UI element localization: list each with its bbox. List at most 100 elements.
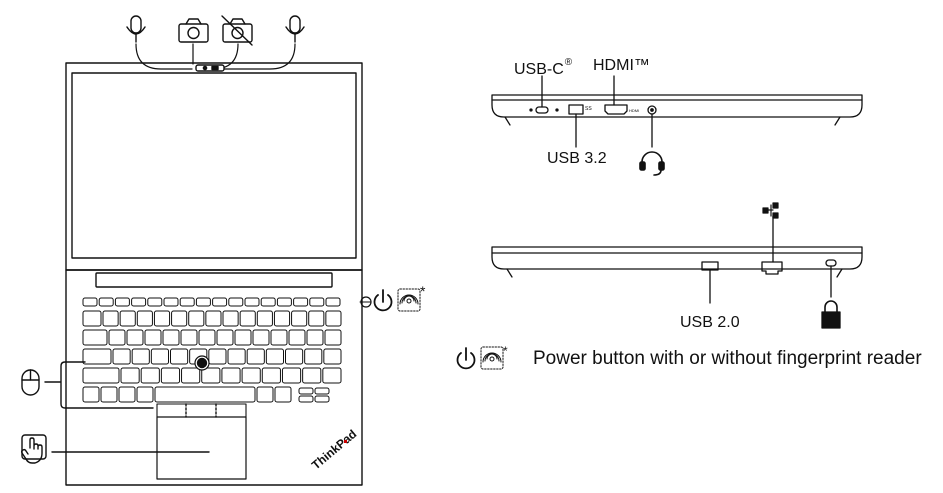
camera-icon	[178, 18, 209, 43]
keyboard-key	[314, 395, 330, 403]
keyboard-key	[140, 367, 160, 384]
thinkpad-logo: ThinkPad	[309, 427, 359, 472]
laptop-base	[65, 269, 363, 486]
hdmi-port-label: HDMI	[629, 108, 639, 113]
keyboard-key	[102, 310, 119, 327]
keyboard-key	[154, 386, 256, 403]
keyboard-key	[162, 329, 180, 346]
microphone-icon	[126, 15, 146, 43]
touch-icon	[20, 434, 47, 464]
keyboard-key	[82, 367, 120, 384]
keyboard-key	[150, 348, 169, 365]
keyboard-key	[82, 310, 102, 327]
keyboard-key	[119, 310, 136, 327]
headset-icon	[639, 151, 665, 176]
keyboard-key	[153, 310, 171, 327]
keyboard-key	[82, 297, 98, 307]
keyboard-key	[252, 329, 270, 346]
usb-c-label: USB-C®	[514, 57, 572, 79]
hinge-vent	[95, 272, 333, 288]
registered-mark: ®	[564, 57, 573, 68]
hdmi-label: HDMI™	[593, 57, 650, 74]
keyboard-key	[222, 310, 239, 327]
legend-power-icon	[456, 347, 476, 370]
usb-32-port	[568, 104, 584, 115]
keyboard-key	[302, 367, 322, 384]
microphone-icon	[285, 15, 305, 43]
keyboard-key	[276, 297, 292, 307]
usb-c-text: USB-C	[514, 61, 564, 78]
keyboard-key	[246, 348, 265, 365]
keyboard-key	[298, 395, 314, 403]
mouse-leader	[44, 361, 154, 409]
keyboard-key	[144, 329, 162, 346]
fingerprint-icon	[397, 288, 421, 312]
keyboard-key	[322, 367, 342, 384]
keyboard-key	[260, 297, 276, 307]
usb-port-label: SS	[585, 106, 592, 112]
legend-fingerprint-icon	[480, 346, 504, 370]
keyboard-key	[241, 367, 261, 384]
keyboard-key	[314, 387, 330, 395]
laptop-lid	[65, 62, 363, 271]
hdmi-port	[604, 104, 628, 115]
keyboard-key	[325, 310, 342, 327]
keyboard-key	[273, 310, 291, 327]
keyboard-key	[180, 329, 198, 346]
keyboard-key	[288, 329, 306, 346]
usb-32-label: USB 3.2	[547, 150, 607, 167]
trackpoint	[194, 355, 210, 371]
usb-20-label: USB 2.0	[680, 314, 740, 331]
camera-bar	[195, 64, 225, 72]
keyboard-key	[131, 297, 147, 307]
keyboard-key	[308, 310, 325, 327]
right-side-view	[491, 246, 863, 278]
keyboard-key	[256, 386, 274, 403]
keyboard-key	[291, 310, 308, 327]
keyboard-key	[100, 386, 118, 403]
keyboard-key	[274, 386, 292, 403]
keyboard-key	[216, 329, 234, 346]
keyboard-key	[239, 310, 256, 327]
keyboard-key	[98, 297, 114, 307]
keyboard-key	[160, 367, 181, 384]
keyboard-key	[293, 297, 309, 307]
legend-power-fingerprint: Power button with or without fingerprint…	[533, 348, 922, 369]
keyboard	[82, 297, 342, 403]
keyboard-key	[306, 329, 324, 346]
keyboard-key	[188, 310, 205, 327]
keyboard-key	[205, 310, 222, 327]
keyboard-key	[120, 367, 140, 384]
power-icon	[373, 289, 393, 312]
touchpad	[156, 416, 247, 480]
ethernet-port	[761, 261, 783, 275]
keyboard-key	[325, 297, 341, 307]
keyboard-key	[324, 329, 342, 346]
trackpoint-buttons	[156, 403, 247, 418]
keyboard-key	[171, 310, 188, 327]
security-slot	[825, 259, 837, 267]
keyboard-key	[228, 297, 244, 307]
keyboard-key	[256, 310, 273, 327]
keyboard-key	[298, 387, 314, 395]
left-side-view	[491, 94, 863, 126]
keyboard-key	[265, 348, 285, 365]
keyboard-key	[309, 297, 325, 307]
keyboard-key	[227, 348, 246, 365]
keyboard-key	[281, 367, 302, 384]
keyboard-key	[304, 348, 323, 365]
usb-c-port	[535, 106, 549, 114]
keyboard-key	[126, 329, 144, 346]
keyboard-key	[261, 367, 281, 384]
keyboard-key	[108, 329, 126, 346]
keyboard-key	[285, 348, 304, 365]
keyboard-key	[118, 386, 136, 403]
keyboard-key	[163, 297, 179, 307]
keyboard-key	[170, 348, 189, 365]
keyboard-key	[201, 367, 221, 384]
keyboard-key	[323, 348, 342, 365]
camera-off-icon	[221, 15, 253, 46]
keyboard-key	[221, 367, 241, 384]
keyboard-key	[208, 348, 227, 365]
